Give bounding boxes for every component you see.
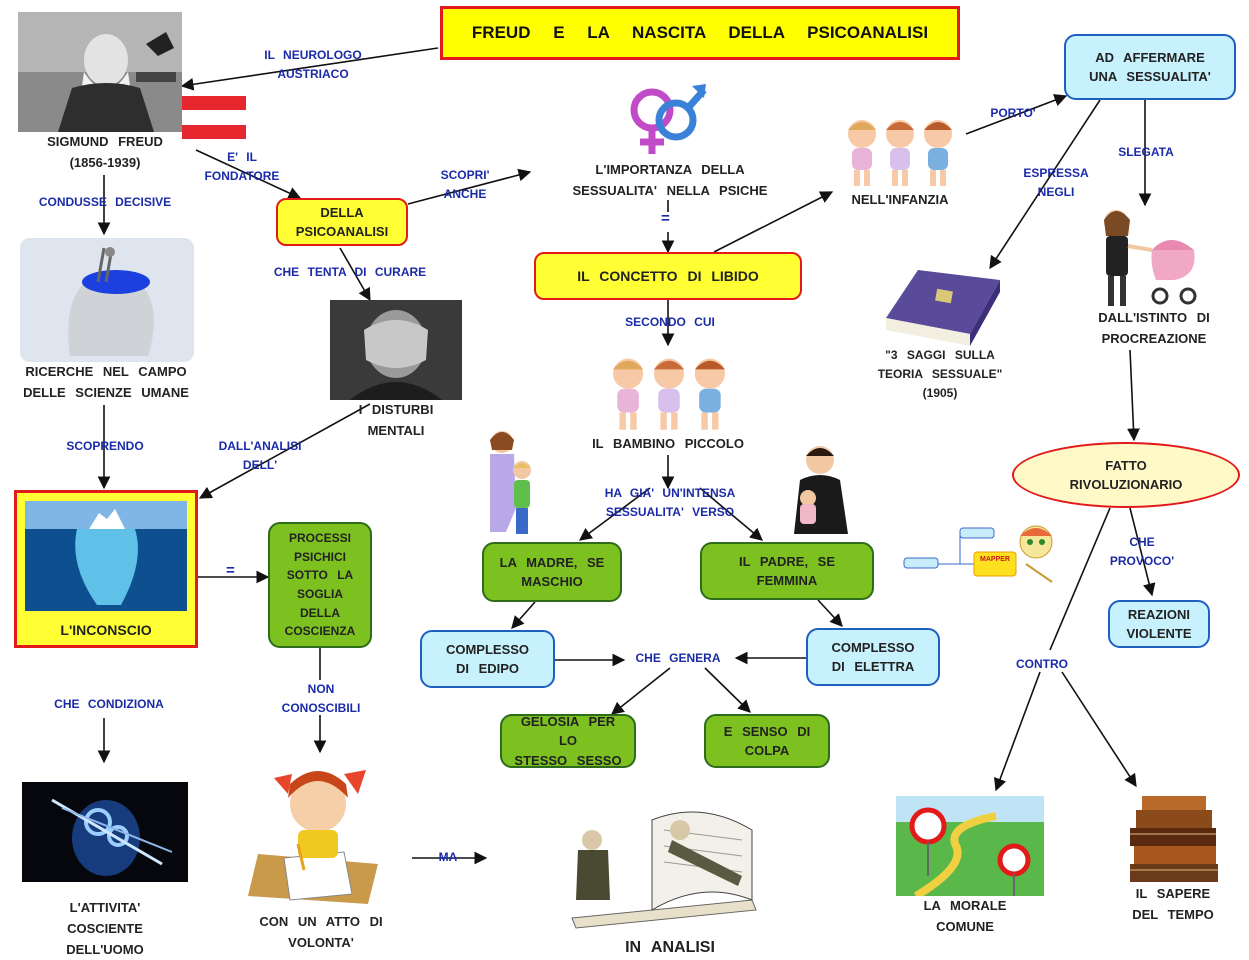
link-genera: CHE GENERA bbox=[635, 651, 721, 665]
reazioni-node: REAZIONI VIOLENTE bbox=[1108, 600, 1210, 648]
link-porto: PORTO' bbox=[990, 106, 1036, 120]
freud-name: SIGMUND FREUD (1856-1939) bbox=[47, 134, 163, 170]
saggi-node: "3 SAGGI SULLA TEORIA SESSUALE" (1905) bbox=[877, 348, 1003, 401]
psicoanalisi-node: DELLA PSICOANALISI bbox=[276, 198, 408, 246]
link-ma: MA bbox=[438, 850, 458, 864]
edipo-node: COMPLESSO DI EDIPO bbox=[420, 630, 555, 688]
colpa-node: E SENSO DI COLPA bbox=[704, 714, 830, 768]
book-stack-image bbox=[1126, 794, 1222, 886]
gelosia-node: GELOSIA PER LO STESSO SESSO bbox=[500, 714, 636, 768]
disturbi-node: I DISTURBI MENTALI bbox=[358, 402, 434, 438]
father-daughter-image bbox=[776, 440, 852, 534]
road-morals-image bbox=[896, 796, 1044, 896]
map-title: FREUD E LA NASCITA DELLA PSICOANALISI bbox=[440, 6, 960, 60]
link-slegata: SLEGATA bbox=[1118, 145, 1174, 159]
volonta-node: CON UN ATTO DI VOLONTA' bbox=[259, 914, 383, 950]
link-neurologo: IL NEUROLOGO AUSTRIACO bbox=[264, 48, 362, 81]
mother-child-image bbox=[476, 428, 546, 536]
iceberg-image bbox=[25, 501, 187, 611]
link-contro: CONTRO bbox=[1016, 657, 1068, 671]
procreazione-node: DALL'ISTINTO DI PROCREAZIONE bbox=[1098, 310, 1210, 346]
link-espressa: ESPRESSA NEGLI bbox=[1023, 166, 1089, 199]
link-provoco: CHE PROVOCO' bbox=[1109, 535, 1175, 568]
equals-sign: = bbox=[661, 210, 670, 227]
bambino-node: IL BAMBINO PICCOLO bbox=[592, 436, 744, 451]
brain-gears-image bbox=[22, 782, 188, 882]
therapy-session-image bbox=[552, 800, 770, 932]
elettra-node: COMPLESSO DI ELETTRA bbox=[806, 628, 940, 686]
importanza-node: L'IMPORTANZA DELLA SESSUALITA' NELLA PSI… bbox=[572, 162, 768, 198]
austria-flag-icon bbox=[182, 96, 246, 140]
affermare-node: AD AFFERMARE UNA SESSUALITA' bbox=[1064, 34, 1236, 100]
link-intensa: HA GIA' UN'INTENSA SESSUALITA' VERSO bbox=[604, 486, 736, 519]
girl-writing-image bbox=[248, 754, 390, 906]
mapper-logo-text: MAPPER bbox=[980, 556, 1010, 563]
padre-node: IL PADRE, SE FEMMINA bbox=[700, 542, 874, 600]
inconscio-node: L'INCONSCIO bbox=[14, 490, 198, 648]
gender-symbols-icon bbox=[622, 80, 708, 158]
woman-pram-image bbox=[1090, 206, 1206, 310]
babies-image bbox=[842, 112, 958, 190]
freud-photo bbox=[18, 12, 182, 132]
ricerche-node: RICERCHE NEL CAMPO DELLE SCIENZE UMANE bbox=[23, 364, 189, 400]
attivita-node: L'ATTIVITA' COSCIENTE DELL'UOMO bbox=[66, 900, 144, 957]
link-condusse: CONDUSSE DECISIVE bbox=[38, 195, 172, 209]
distressed-man-image bbox=[330, 300, 462, 400]
rivoluzionario-node: FATTO RIVOLUZIONARIO bbox=[1012, 442, 1240, 508]
infanzia-node: NELL'INFANZIA bbox=[851, 192, 949, 207]
link-scoprendo: SCOPRENDO bbox=[66, 439, 144, 453]
equals-sign-2: = bbox=[226, 562, 235, 579]
babies-center-image bbox=[606, 350, 732, 434]
link-condiziona: CHE CONDIZIONA bbox=[54, 697, 164, 711]
link-secondo: SECONDO CUI bbox=[625, 315, 715, 329]
processi-node: PROCESSI PSICHICI SOTTO LA SOGLIA DELLA … bbox=[268, 522, 372, 648]
sapere-node: IL SAPERE DEL TEMPO bbox=[1132, 886, 1214, 922]
link-non-conoscibili: NON CONOSCIBILI bbox=[281, 682, 361, 715]
head-research-image bbox=[20, 238, 194, 362]
link-scopri: SCOPRI' ANCHE bbox=[440, 168, 490, 201]
mapper-logo: MAPPER bbox=[902, 520, 1064, 586]
link-fondatore: E' IL FONDATORE bbox=[204, 150, 280, 183]
morale-node: LA MORALE COMUNE bbox=[923, 898, 1007, 934]
libido-node: IL CONCETTO DI LIBIDO bbox=[534, 252, 802, 300]
link-curare: CHE TENTA DI CURARE bbox=[273, 265, 427, 279]
madre-node: LA MADRE, SE MASCHIO bbox=[482, 542, 622, 602]
analisi-node: IN ANALISI bbox=[625, 939, 715, 956]
inconscio-label: L'INCONSCIO bbox=[60, 622, 152, 638]
link-analisi-dell: DALL'ANALISI DELL' bbox=[218, 439, 302, 472]
book-image bbox=[880, 270, 1004, 348]
